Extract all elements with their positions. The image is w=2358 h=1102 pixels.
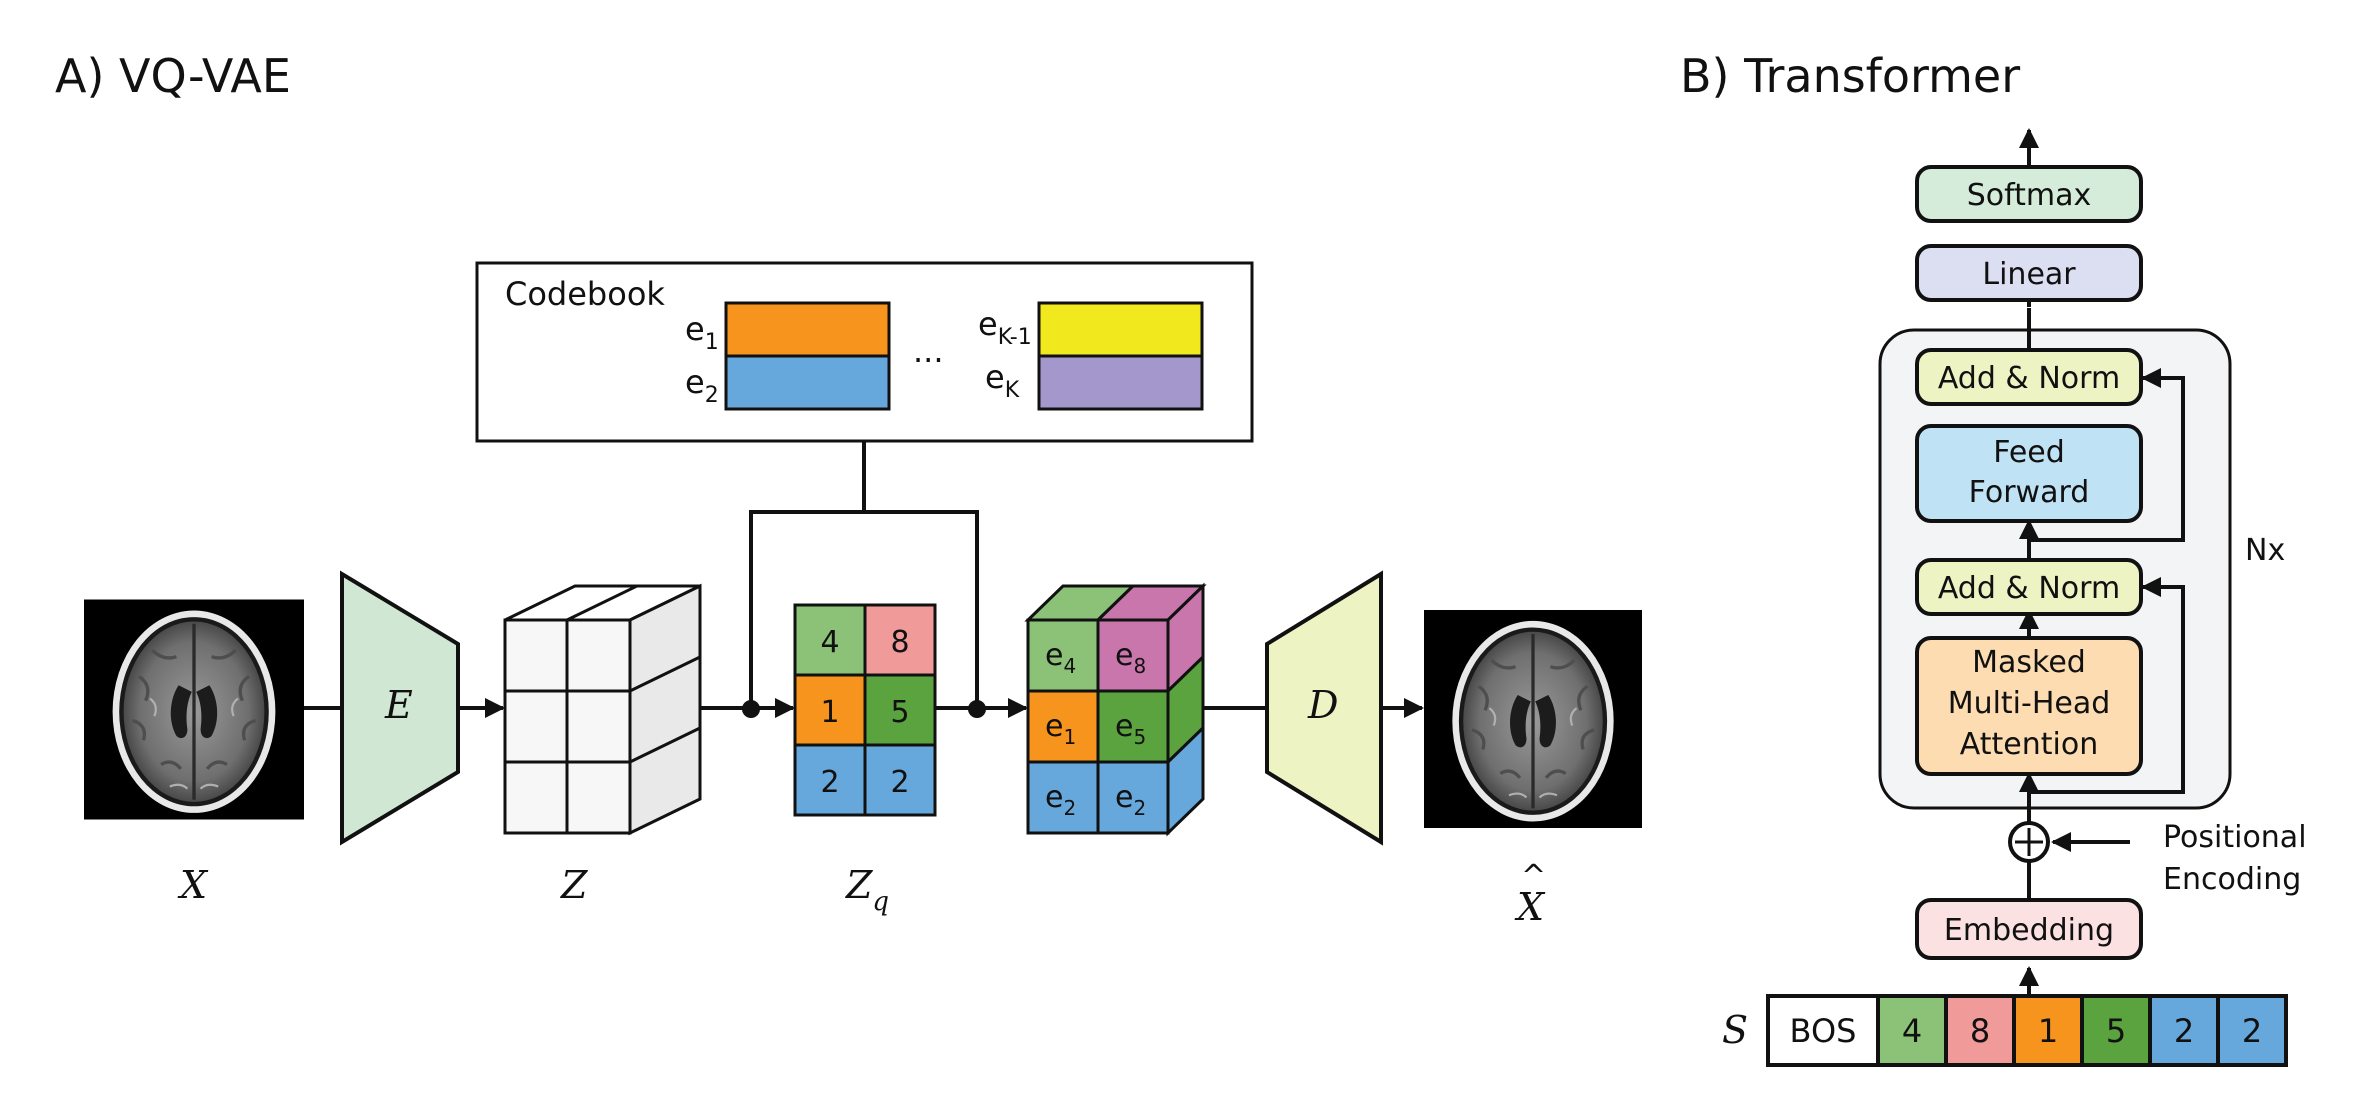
add-norm-bottom-block [1915, 558, 2143, 616]
junction-dot [742, 700, 760, 718]
codebook-entry-ek [1037, 354, 1204, 411]
quantized-cube-labels: e4 e8 e1 e5 e2 e2 [1045, 638, 1146, 820]
decoder-label: D [1307, 683, 1338, 727]
add-norm-bottom-label: Add & Norm [1938, 571, 2120, 606]
codebook-connectors [749, 441, 979, 709]
label-zq-subscript: q [872, 887, 889, 917]
decoder-trapezoid [1265, 570, 1383, 846]
zq-cell: 2 [890, 765, 909, 800]
linear-block [1915, 244, 2143, 302]
svg-text:e8: e8 [1115, 638, 1146, 678]
zq-cell: 2 [820, 765, 839, 800]
add-norm-top-label: Add & Norm [1938, 361, 2120, 396]
sequence-token: BOS [1790, 1012, 1857, 1050]
sequence-label: S [1722, 1008, 1748, 1052]
codebook-entry-e1 [724, 301, 891, 358]
label-z: Z [560, 863, 588, 907]
svg-text:e4: e4 [1045, 638, 1076, 678]
label-xhat-accent: ^ [1521, 859, 1546, 894]
quantized-cube [1024, 582, 1207, 837]
embedding-label: Embedding [1944, 913, 2114, 948]
sequence-token: 5 [2106, 1012, 2126, 1050]
sequence-token: 8 [1970, 1012, 1990, 1050]
sequence-token: 2 [2174, 1012, 2194, 1050]
label-x: X [177, 863, 209, 907]
sequence-tokens [1766, 994, 2288, 1067]
label-zq: Zq [845, 863, 889, 917]
codebook: Codebook e1 e2 eK-1 eK ... [475, 261, 1254, 443]
codebook-entry-e2 [724, 354, 891, 411]
svg-text:e2: e2 [1115, 780, 1146, 820]
panel-b-title: B) Transformer [1680, 49, 2020, 103]
panel-a-title: A) VQ-VAE [55, 49, 291, 103]
zq-cell: 5 [890, 695, 909, 730]
positional-add-icon [2008, 821, 2050, 863]
attention-block [1915, 636, 2143, 776]
zq-cell: 8 [890, 625, 909, 660]
sequence-token: 4 [1902, 1012, 1922, 1050]
nx-label: Nx [2245, 533, 2285, 568]
junction-dot [968, 700, 986, 718]
svg-text:e5: e5 [1115, 709, 1146, 749]
softmax-block [1915, 165, 2143, 223]
codebook-title: Codebook [505, 275, 665, 313]
embedding-block [1915, 898, 2143, 960]
output-brain-image [1424, 608, 1642, 830]
zq-cell: 4 [820, 625, 839, 660]
encoder-trapezoid [340, 570, 460, 846]
linear-label: Linear [1982, 257, 2076, 292]
sequence-token: 2 [2242, 1012, 2262, 1050]
feed-forward-block [1915, 424, 2143, 523]
encoder-label: E [384, 683, 413, 727]
label-xhat: X [1514, 885, 1546, 929]
sequence-token: 1 [2038, 1012, 2058, 1050]
codebook-ellipsis: ... [913, 332, 944, 370]
sequence-token-labels: BOS 4 8 1 5 2 2 [1790, 1012, 2263, 1050]
zq-cell: 1 [820, 695, 839, 730]
zq-grid: 4 8 1 5 2 2 [793, 603, 937, 817]
z-cube [503, 583, 702, 836]
svg-text:e2: e2 [1045, 780, 1076, 820]
input-brain-image [84, 597, 304, 822]
softmax-label: Softmax [1967, 178, 2092, 213]
codebook-entry-ek-1 [1037, 301, 1204, 358]
add-norm-top-block [1915, 348, 2143, 406]
svg-text:e1: e1 [1045, 709, 1076, 749]
